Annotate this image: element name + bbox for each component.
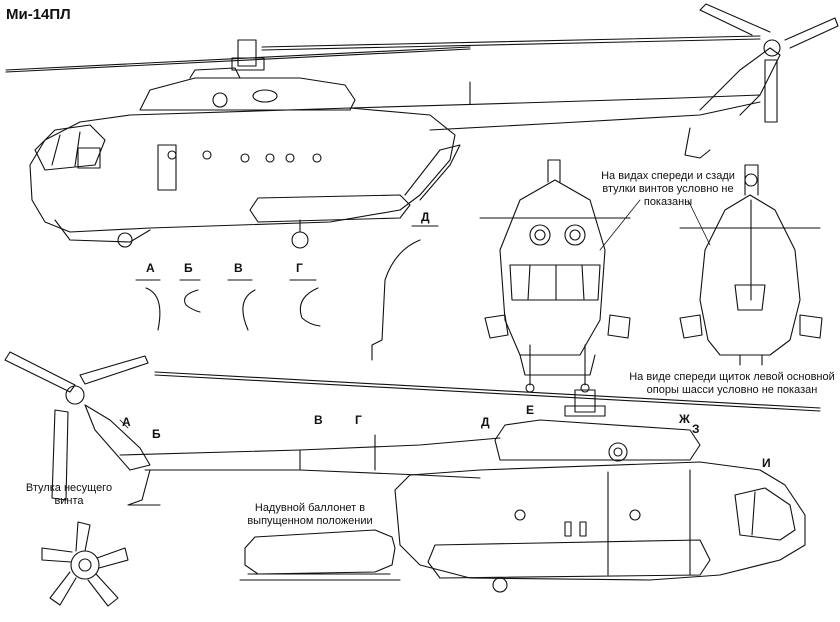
section-label-b-bottom: Б (152, 427, 161, 441)
section-label-v-bottom: В (314, 413, 323, 427)
side-view-right (5, 3, 839, 249)
section-label-b-top: Б (184, 261, 193, 275)
section-label-g-bottom: Г (355, 413, 362, 427)
section-label-z-bottom: З (692, 422, 700, 436)
section-label-v-top: В (234, 261, 243, 275)
note-hubs-hidden: На видах спереди и сзади втулки винтов у… (601, 170, 735, 208)
section-label-a-bottom: А (122, 415, 131, 429)
side-view-left (4, 351, 821, 593)
drawing-title: Ми-14ПЛ (6, 6, 71, 23)
section-label-d-bottom: Д (481, 415, 490, 429)
note-rotor-hub: Втулка несущего винта (25, 482, 113, 507)
rear-view (679, 164, 823, 366)
section-label-e-bottom: Е (526, 403, 535, 417)
section-profiles (135, 225, 439, 361)
note-float: Надувной баллонет в выпущенном положении (247, 502, 373, 527)
section-label-g-top: Г (296, 261, 303, 275)
front-view (479, 159, 631, 393)
note-front-shield: На виде спереди щиток левой основной опо… (629, 371, 835, 396)
section-label-zh-bottom: Ж (679, 412, 690, 426)
section-label-a-top: А (146, 261, 155, 275)
rotor-hub-star (41, 521, 129, 607)
section-label-d-top: Д (421, 210, 430, 224)
section-label-i-bottom: И (762, 456, 771, 470)
